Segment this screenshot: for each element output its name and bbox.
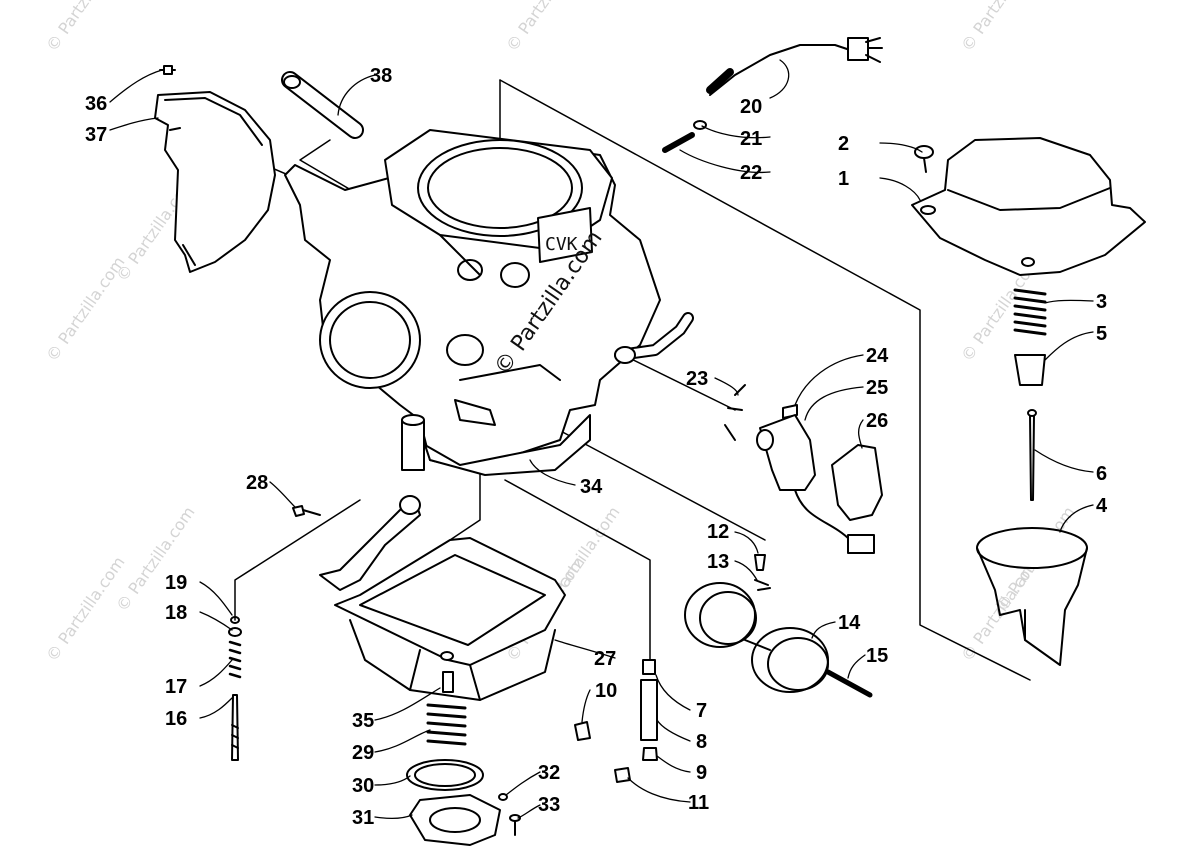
callout-9: 9 — [696, 762, 707, 784]
callout-22: 22 — [740, 162, 762, 184]
callout-12: 12 — [707, 521, 729, 543]
callout-27: 27 — [594, 648, 616, 670]
callout-6: 6 — [1096, 463, 1107, 485]
part-5-retainer — [1014, 354, 1046, 386]
part-35-jet — [442, 671, 454, 693]
callout-36: 36 — [85, 93, 107, 115]
part-6-needle — [1027, 409, 1037, 501]
callout-5: 5 — [1096, 323, 1107, 345]
callout-15: 15 — [866, 645, 888, 667]
part-27-float-bowl — [319, 495, 566, 701]
part-10-jet — [574, 721, 591, 741]
callout-21: 21 — [740, 128, 762, 150]
part-26-knob — [831, 444, 883, 521]
callout-20: 20 — [740, 96, 762, 118]
callout-24: 24 — [866, 345, 889, 367]
leader-lines — [109, 59, 1094, 820]
part-4-slide — [976, 527, 1088, 666]
part-25-choke-plunger — [756, 414, 875, 554]
callout-1: 1 — [838, 168, 849, 190]
callout-30: 30 — [352, 775, 374, 797]
part-33-screw — [509, 814, 521, 836]
part-37-cover — [154, 91, 276, 273]
callout-8: 8 — [696, 731, 707, 753]
callout-29: 29 — [352, 742, 374, 764]
callout-7: 7 — [696, 700, 707, 722]
part-2-screw — [914, 145, 934, 173]
callout-18: 18 — [165, 602, 187, 624]
part-16-pilot-screw — [231, 694, 239, 761]
carburetor-body: CVK — [284, 129, 694, 476]
part-7-jet — [642, 659, 656, 675]
part-32-oring — [498, 793, 508, 801]
callout-labels: 36 37 38 20 21 22 2 1 3 5 6 4 24 25 26 2… — [85, 65, 1108, 829]
part-9-main-jet — [642, 747, 658, 761]
callout-38: 38 — [370, 65, 392, 87]
part-19-washer — [230, 616, 240, 624]
part-18-oring — [228, 627, 242, 637]
callout-25: 25 — [866, 377, 888, 399]
callout-35: 35 — [352, 710, 374, 732]
callout-13: 13 — [707, 551, 729, 573]
callout-14: 14 — [838, 612, 861, 634]
callout-32: 32 — [538, 762, 560, 784]
part-11-jet — [614, 767, 631, 783]
part-20-cable — [706, 37, 883, 96]
part-3-spring — [1013, 288, 1047, 336]
callout-11: 11 — [688, 792, 709, 814]
callout-23: 23 — [686, 368, 708, 390]
part-30-diaphragm — [406, 759, 484, 791]
part-23-clip — [724, 384, 746, 441]
callout-19: 19 — [165, 572, 187, 594]
callout-2: 2 — [838, 133, 849, 155]
part-12-needle — [754, 554, 766, 571]
part-14-float — [684, 582, 829, 693]
callout-34: 34 — [580, 476, 603, 498]
part-28-screw — [292, 505, 321, 517]
part-1-top-cover — [911, 137, 1146, 276]
callout-3: 3 — [1096, 291, 1107, 313]
cvk-mark: CVK — [545, 234, 578, 255]
callout-4: 4 — [1096, 495, 1108, 517]
part-22-screw — [662, 132, 695, 153]
callout-31: 31 — [352, 807, 374, 829]
part-38-tube — [281, 71, 364, 139]
part-8-needle-jet — [640, 679, 658, 741]
callout-37: 37 — [85, 124, 107, 146]
callout-33: 33 — [538, 794, 560, 816]
part-15-pin — [825, 669, 873, 698]
callout-16: 16 — [165, 708, 187, 730]
part-13-clip — [754, 579, 771, 591]
part-17-spring — [228, 640, 242, 679]
callout-17: 17 — [165, 676, 187, 698]
callout-26: 26 — [866, 410, 888, 432]
callout-10: 10 — [595, 680, 617, 702]
callout-28: 28 — [246, 472, 268, 494]
part-29-spring — [426, 703, 467, 746]
part-31-cover — [409, 794, 501, 846]
